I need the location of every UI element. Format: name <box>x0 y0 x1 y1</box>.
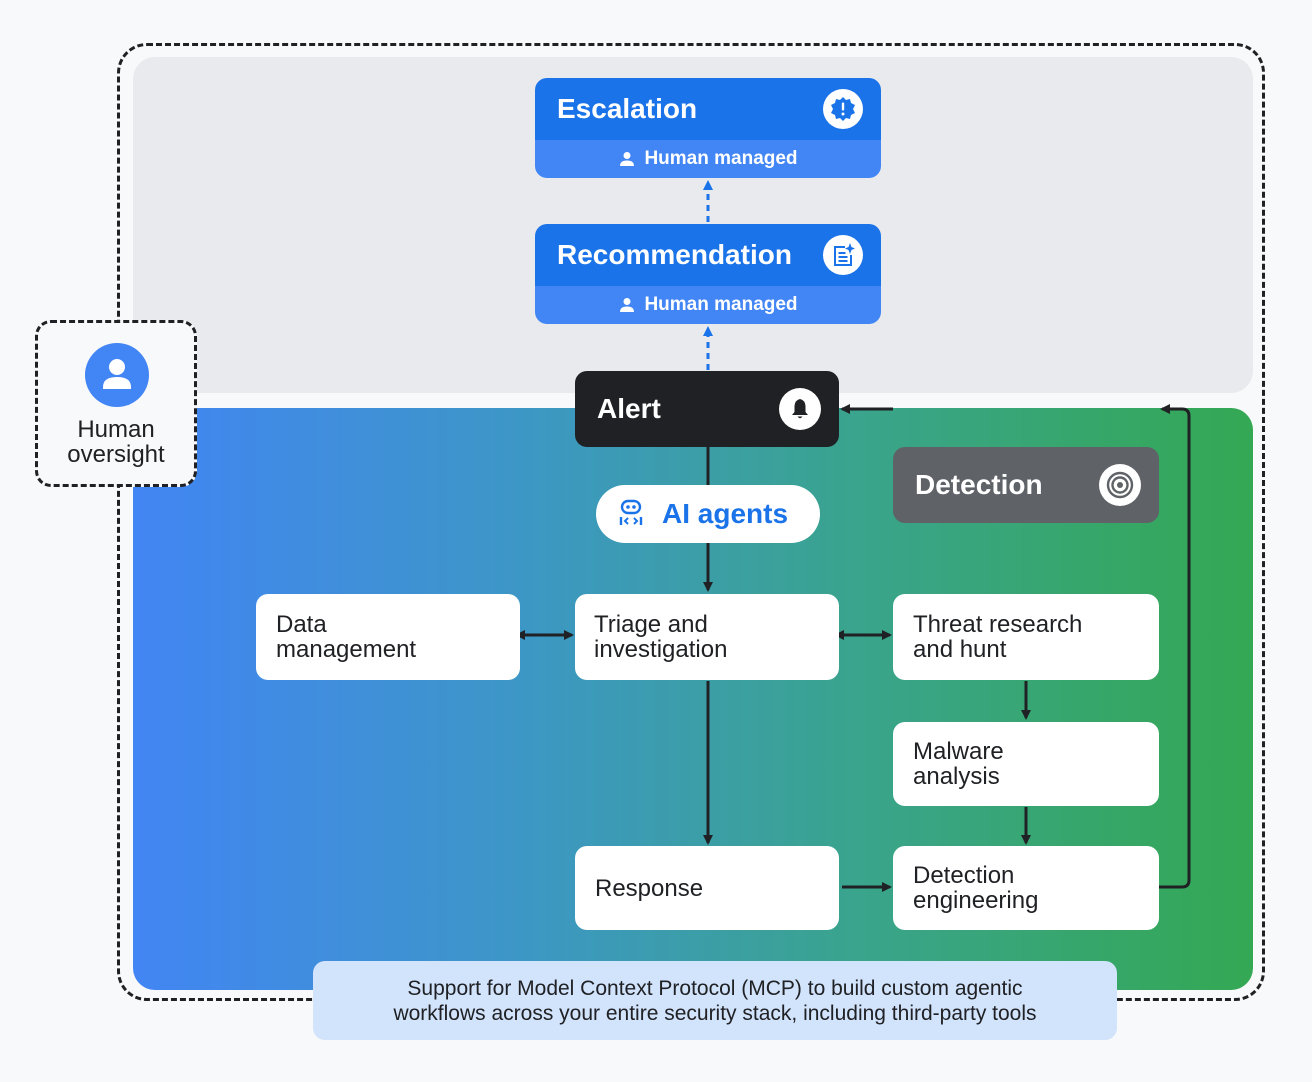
recommendation-subtitle: Human managed <box>644 294 798 315</box>
escalation-card: Escalation Human managed <box>535 78 881 178</box>
recommendation-title: Recommendation <box>557 239 792 270</box>
detection-engineering-label: Detection engineering <box>913 862 1039 914</box>
malware-analysis-card: Malware analysis <box>893 722 1159 806</box>
detection-card: Detection <box>893 447 1159 523</box>
data-management-card: Data management <box>256 594 520 680</box>
robot-icon <box>619 499 643 525</box>
response-card: Response <box>575 846 839 930</box>
alert-title: Alert <box>597 393 661 424</box>
malware-analysis-label: Malware analysis <box>913 738 1004 790</box>
human-oversight-box: Human oversight <box>35 320 197 487</box>
escalation-subtitle: Human managed <box>644 148 798 169</box>
human-oversight-label: Human oversight <box>67 416 165 468</box>
detection-engineering-card: Detection engineering <box>893 846 1159 930</box>
person-small-icon <box>620 298 635 312</box>
triage-label: Triage and investigation <box>594 611 728 663</box>
document-sparkle-icon <box>823 235 863 275</box>
person-icon <box>85 343 149 407</box>
ai-agents-label: AI agents <box>662 498 789 529</box>
mcp-note-text: Support for Model Context Protocol (MCP)… <box>393 976 1037 1025</box>
response-label: Response <box>595 874 704 902</box>
mcp-note: Support for Model Context Protocol (MCP)… <box>313 961 1117 1040</box>
triage-card: Triage and investigation <box>575 594 839 680</box>
alert-badge-icon <box>823 89 863 129</box>
target-icon <box>1099 464 1141 506</box>
threat-research-label: Threat research and hunt <box>913 611 1083 663</box>
threat-research-card: Threat research and hunt <box>893 594 1159 680</box>
escalation-title: Escalation <box>557 93 698 124</box>
person-small-icon <box>620 152 635 166</box>
ai-agents-pill: AI agents <box>596 485 820 543</box>
alert-card: Alert <box>575 371 839 447</box>
detection-title: Detection <box>915 469 1043 500</box>
data-management-label: Data management <box>276 611 417 663</box>
bell-icon <box>779 388 821 430</box>
recommendation-card: Recommendation Human managed <box>535 224 881 324</box>
